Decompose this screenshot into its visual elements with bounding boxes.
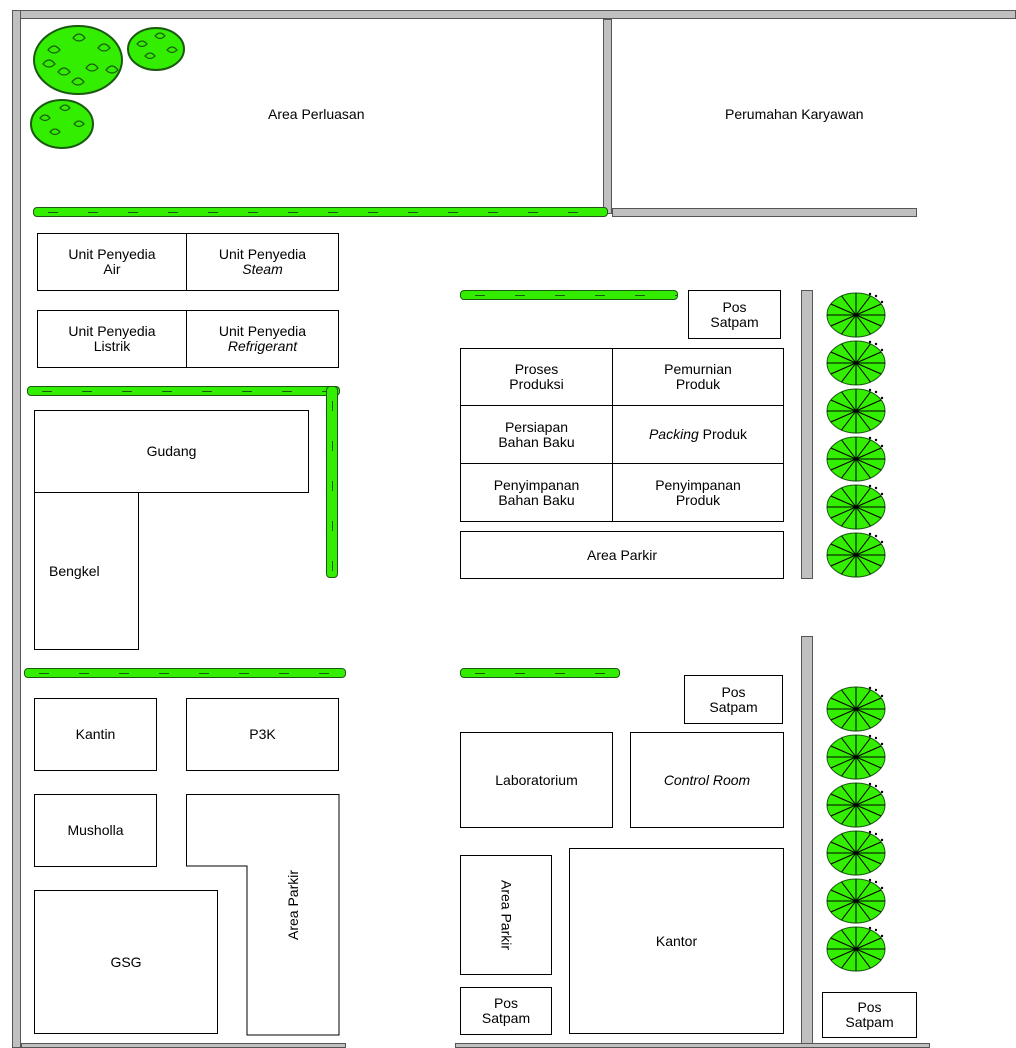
unit-steam-line2: Steam — [242, 261, 283, 277]
packing-produk-label: Packing Produk — [648, 426, 748, 442]
unit-penyedia-steam: Unit Penyedia Steam — [186, 233, 339, 291]
hedge — [27, 386, 340, 396]
pos-satpam-3: Pos Satpam — [460, 987, 552, 1035]
penyimpanan-bahan-baku: Penyimpanan Bahan Baku — [460, 463, 613, 522]
palm-tree-icon — [826, 532, 886, 578]
gsg: GSG — [34, 890, 218, 1034]
unit-steam-line1: Unit Penyedia — [218, 246, 307, 262]
bush-icon — [127, 27, 185, 71]
pos-satpam-2: Pos Satpam — [684, 675, 783, 724]
unit-penyedia-listrik: Unit Penyedia Listrik — [37, 310, 187, 368]
control-room: Control Room — [630, 732, 784, 828]
palm-tree-icon — [826, 436, 886, 482]
area-parkir-2-label: Area Parkir — [285, 869, 301, 941]
wall-road-upper — [801, 290, 813, 579]
gudang: Gudang — [34, 410, 309, 493]
wall-road-lower — [801, 636, 813, 1048]
palm-tree-icon — [826, 340, 886, 386]
wall-bottom-left — [21, 1043, 346, 1048]
p3k: P3K — [186, 698, 339, 771]
persiapan-bahan-baku: Persiapan Bahan Baku — [460, 405, 613, 464]
hedge — [33, 207, 608, 217]
pos-satpam-4: Pos Satpam — [822, 992, 917, 1038]
penyimpanan-produk: Penyimpanan Produk — [612, 463, 784, 522]
area-parkir-2 — [186, 794, 340, 1036]
wall-top — [12, 10, 1016, 19]
kantin: Kantin — [34, 698, 157, 771]
palm-tree-icon — [826, 686, 886, 732]
wall-bottom-right — [455, 1043, 930, 1048]
perumahan-karyawan-label: Perumahan Karyawan — [725, 106, 864, 122]
pos-satpam-1: Pos Satpam — [688, 290, 781, 339]
proses-produksi: Proses Produksi — [460, 348, 613, 406]
palm-tree-icon — [826, 484, 886, 530]
bengkel: Bengkel — [34, 492, 139, 650]
palm-tree-icon — [826, 388, 886, 434]
unit-penyedia-air: Unit Penyedia Air — [37, 233, 187, 291]
kantor: Kantor — [569, 848, 784, 1034]
packing-produk: Packing Produk — [612, 405, 784, 464]
pemurnian-produk: Pemurnian Produk — [612, 348, 784, 406]
area-perluasan-label: Area Perluasan — [268, 106, 365, 122]
bush-icon — [33, 25, 123, 95]
laboratorium: Laboratorium — [460, 732, 613, 828]
wall-left — [12, 10, 21, 1048]
area-parkir-3: Area Parkir — [460, 855, 552, 975]
bush-icon — [30, 99, 94, 149]
hedge — [24, 668, 346, 678]
palm-tree-icon — [826, 878, 886, 924]
wall-divider-horizontal — [612, 208, 917, 217]
unit-refrig-line1: Unit Penyedia — [218, 323, 307, 339]
palm-tree-icon — [826, 734, 886, 780]
unit-penyedia-refrigerant: Unit Penyedia Refrigerant — [186, 310, 339, 368]
musholla: Musholla — [34, 794, 157, 867]
palm-tree-icon — [826, 292, 886, 338]
palm-tree-icon — [826, 782, 886, 828]
hedge — [460, 668, 620, 678]
palm-tree-icon — [826, 926, 886, 972]
area-parkir-1: Area Parkir — [460, 531, 784, 579]
unit-refrig-line2: Refrigerant — [227, 338, 298, 354]
palm-tree-icon — [826, 830, 886, 876]
wall-divider-vertical — [603, 19, 612, 214]
hedge — [326, 386, 338, 578]
hedge — [460, 290, 678, 300]
